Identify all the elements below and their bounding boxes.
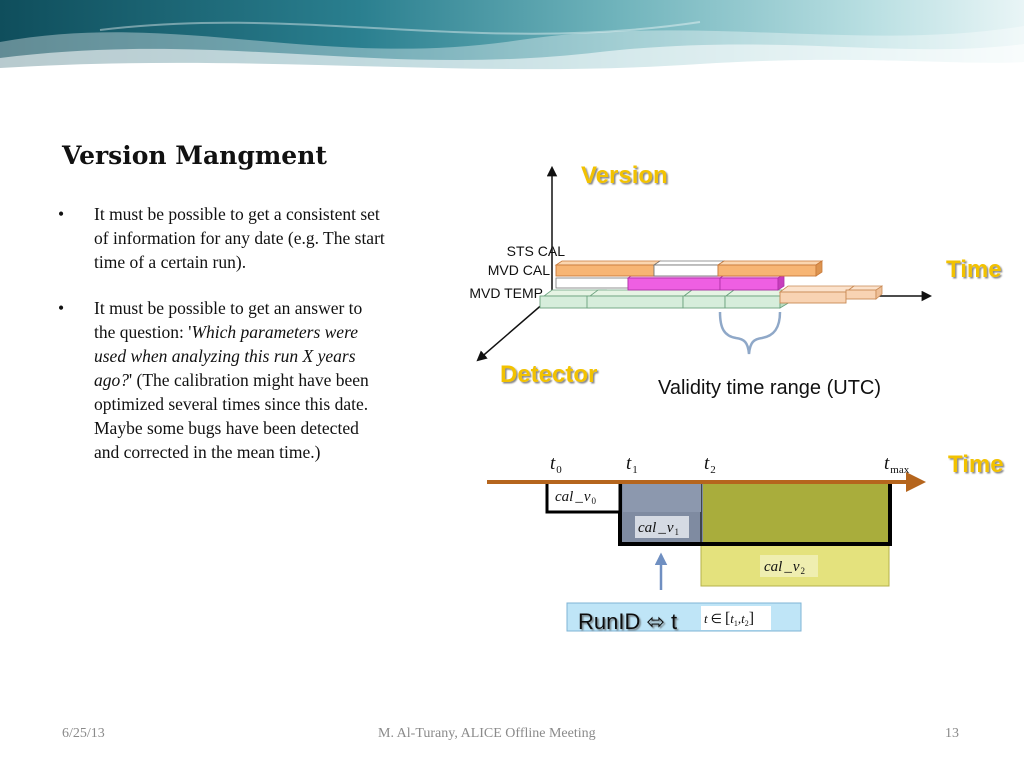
runid-formula-bg [701, 606, 771, 630]
axis-label-version: Version [581, 162, 668, 189]
footer-date: 6/25/13 [62, 726, 105, 741]
cal-v2-label-bg [760, 555, 818, 577]
header-wave-banner [0, 0, 1024, 80]
bullet-item: • It must be possible to get an answer to… [58, 296, 388, 464]
bullet-dot-icon: • [58, 298, 65, 318]
cal-overlap-region [703, 484, 888, 542]
mvd-temp-bars [539, 289, 791, 309]
runid-text: RunID ⬄ t [578, 609, 677, 634]
tick-tmax: tmax [884, 453, 910, 476]
bullet-text: It must be possible to get an answer to … [94, 298, 363, 342]
axis-label-time-bottom: Time [948, 451, 1004, 478]
validity-label: Validity time range (UTC) [658, 377, 881, 399]
row-label-mvd-cal: MVD CAL [488, 262, 550, 278]
tick-t2: t2 [704, 453, 716, 476]
cal-v0-label-bg [551, 485, 609, 507]
tick-t0: t0 [550, 453, 562, 476]
runid-formula: t∈[t1,t2] [704, 610, 754, 628]
row-label-mvd-temp: MVD TEMP [469, 285, 543, 301]
row-label-sts-cal: STS CAL [507, 243, 566, 259]
axis-label-detector: Detector [500, 361, 597, 388]
footer-center: M. Al-Turany, ALICE Offline Meeting [378, 726, 596, 741]
cal-v2-label: cal_v2 [764, 559, 805, 576]
peach-bars [778, 285, 883, 304]
sts-cal-bars [554, 260, 824, 277]
bullet-text: It must be possible to get a consistent … [94, 204, 385, 272]
bullet-item: • It must be possible to get a consistent… [58, 202, 388, 274]
tick-t1: t1 [626, 453, 638, 476]
bullet-text: ' (The calibration might have been optim… [94, 370, 369, 462]
cal-v1-label: cal_v1 [638, 520, 679, 537]
axis-label-time-top: Time [946, 256, 1002, 283]
validity-brace [718, 311, 782, 355]
time-ticks: t0 t1 t2 tmax [550, 453, 910, 476]
cal-v1-upper [623, 484, 701, 512]
bullet-text-italic: Which parameters were used when analyzin… [94, 322, 358, 390]
cal-v0-label: cal_v0 [555, 489, 597, 506]
bullet-dot-icon: • [58, 204, 65, 224]
footer-page-number: 13 [945, 726, 959, 741]
bullet-list: • It must be possible to get a consistent… [58, 202, 388, 486]
cal-v1-label-bg [635, 516, 689, 538]
slide-title: Version Mangment [62, 141, 327, 170]
